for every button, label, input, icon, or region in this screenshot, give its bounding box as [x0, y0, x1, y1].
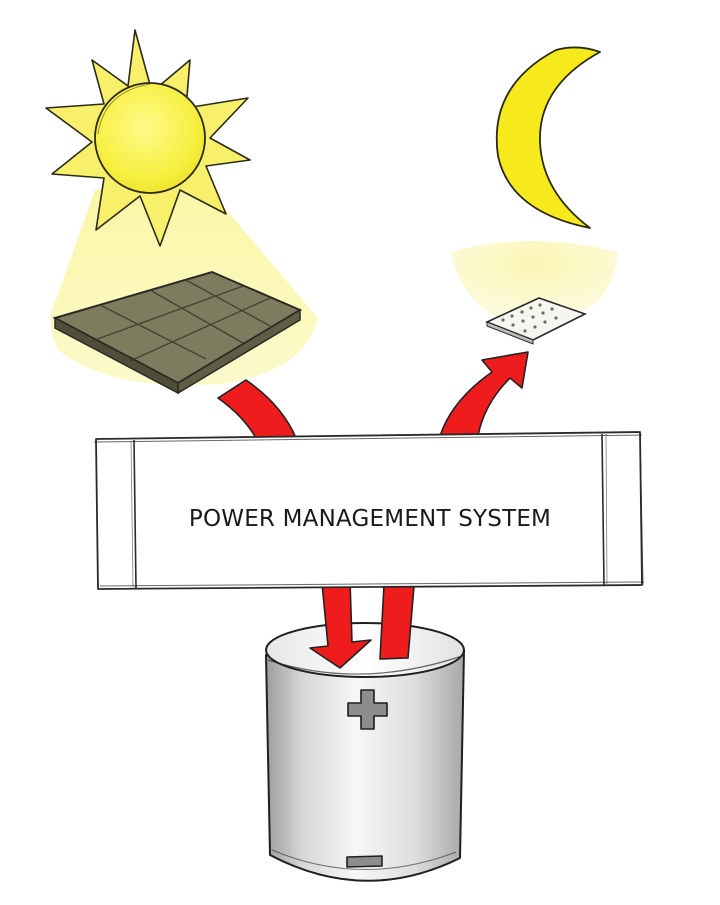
small-solar-cell-icon: [484, 297, 588, 345]
moon-light-cone: [450, 241, 618, 318]
arrow-icon: [217, 379, 297, 443]
battery-icon: [265, 622, 465, 882]
arrow-icon: [309, 580, 372, 669]
arrow-icon: [439, 351, 529, 437]
pms-label: POWER MANAGEMENT SYSTEM: [189, 506, 551, 532]
sun-icon: [45, 29, 251, 247]
arrow-icon: [379, 584, 415, 660]
moon-icon: [495, 46, 601, 229]
minus-icon: [346, 855, 383, 868]
solar-panel-icon: [52, 270, 303, 395]
power-management-system-box: POWER MANAGEMENT SYSTEM: [93, 431, 645, 590]
plus-icon: [347, 689, 388, 730]
